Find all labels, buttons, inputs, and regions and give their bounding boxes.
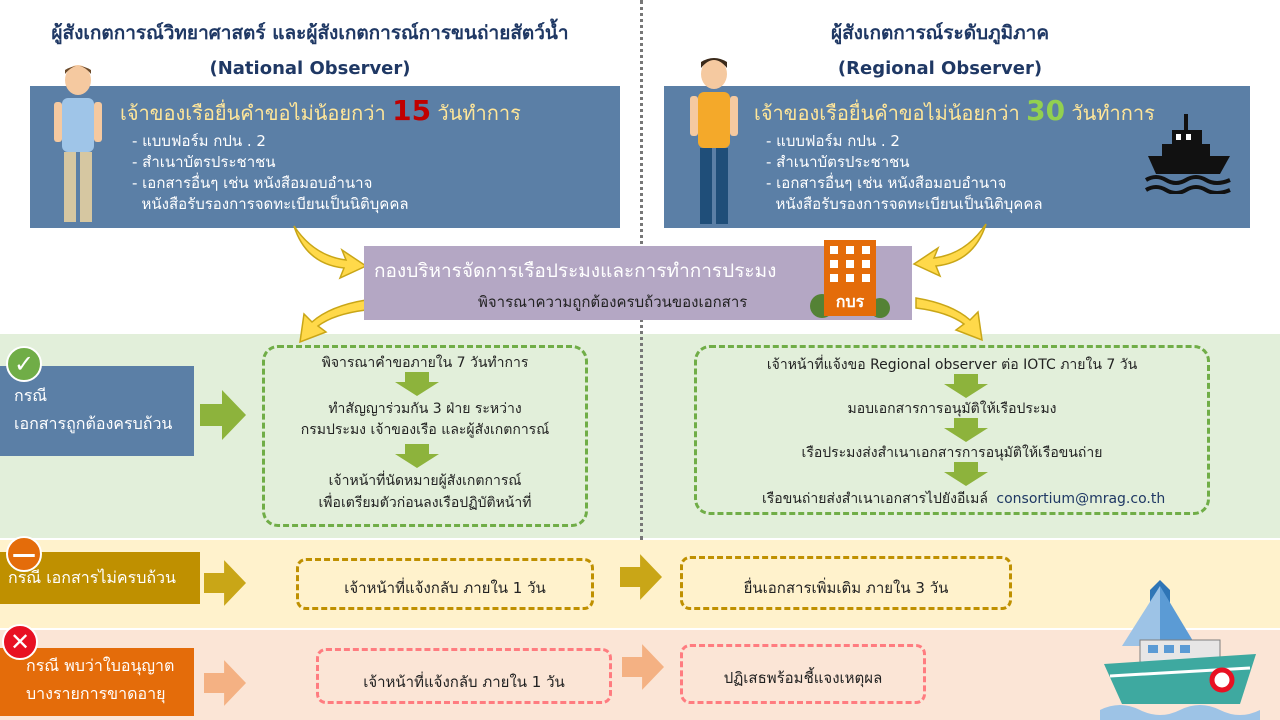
regional-deadline-post: วันทำการ [1071, 101, 1155, 125]
regional-title-en: (Regional Observer) [837, 58, 1043, 79]
down-arrow-icon [944, 418, 988, 442]
regional-deadline-days: 30 [1026, 94, 1066, 127]
ok-regional-step-2: มอบเอกสารการอนุมัติให้เรือประมง [847, 401, 1057, 417]
list-item: - แบบฟอร์ม กปน . 2 [766, 132, 900, 150]
case-incomplete-arrow-icon [204, 560, 246, 606]
case-ok-label-line2: เอกสารถูกต้องครบถ้วน [14, 414, 173, 433]
case-ok-label: กรณี เอกสารถูกต้องครบถ้วน [0, 366, 194, 456]
email-link[interactable]: consortium@mrag.co.th [996, 491, 1166, 507]
check-icon: ✓ [6, 346, 42, 382]
building-icon [810, 240, 890, 318]
national-deadline-days: 15 [392, 94, 432, 127]
case-expired-step-1-box [316, 648, 612, 704]
national-observer-title: ผู้สังเกตการณ์วิทยาศาสตร์ และผู้สังเกตกา… [20, 18, 600, 79]
case-incomplete-next-arrow-icon [620, 554, 662, 600]
ok-national-step-3a: เจ้าหน้าที่นัดหมายผู้สังเกตการณ์ [328, 473, 522, 489]
list-item: หนังสือรับรองการจดทะเบียนเป็นนิติบุคคล [766, 195, 1043, 213]
case-expired-label-line2: บางรายการขาดอายุ [26, 684, 166, 703]
minus-icon: — [6, 536, 42, 572]
case-incomplete-step-2: ยื่นเอกสารเพิ่มเติม ภายใน 3 วัน [743, 579, 949, 597]
national-deadline-pre: เจ้าของเรือยื่นคำขอไม่น้อยกว่า [120, 101, 386, 125]
list-item: - แบบฟอร์ม กปน . 2 [132, 132, 266, 150]
list-item: - เอกสารอื่นๆ เช่น หนังสือมอบอำนาจ [766, 174, 1007, 192]
case-expired-label-line1: กรณี พบว่าใบอนุญาต [26, 656, 175, 675]
ok-regional-step-4: เรือขนถ่ายส่งสำเนาเอกสารไปยังอีเมล์ cons… [762, 488, 1165, 510]
list-item: - สำเนาบัตรประชาชน [766, 153, 910, 171]
down-arrow-icon [395, 444, 439, 468]
fishing-boat-icon [1100, 580, 1260, 720]
case-expired-arrow-icon [204, 660, 246, 706]
list-item: - สำเนาบัตรประชาชน [132, 153, 276, 171]
list-item: หนังสือรับรองการจดทะเบียนเป็นนิติบุคคล [132, 195, 409, 213]
arrow-national-to-center-icon [293, 225, 368, 280]
case-ok-label-line1: กรณี [14, 386, 48, 405]
regional-document-list: - แบบฟอร์ม กปน . 2 - สำเนาบัตรประชาชน - … [754, 131, 1240, 215]
national-deadline-post: วันทำการ [437, 101, 521, 125]
ok-regional-step-3: เรือประมงส่งสำเนาเอกสารการอนุมัติให้เรือ… [801, 445, 1103, 461]
ok-national-step-1: พิจารณาคำขอภายใน 7 วันทำการ [321, 355, 529, 371]
regional-title-th: ผู้สังเกตการณ์ระดับภูมิภาค [830, 22, 1050, 44]
national-requirements-box: เจ้าของเรือยื่นคำขอไม่น้อยกว่า 15 วันทำก… [30, 86, 620, 228]
case-ok-regional-process [694, 345, 1210, 515]
building-label: กบร [835, 292, 865, 311]
national-deadline: เจ้าของเรือยื่นคำขอไม่น้อยกว่า 15 วันทำก… [120, 94, 610, 129]
cross-icon: ✕ [2, 624, 38, 660]
ok-national-step-3b: เพื่อเตรียมตัวก่อนลงเรือปฏิบัติหน้าที่ [318, 495, 532, 511]
arrow-regional-to-center-icon [912, 223, 987, 278]
case-expired-label: กรณี พบว่าใบอนุญาต บางรายการขาดอายุ [0, 648, 194, 716]
case-incomplete-step-1-box [296, 558, 594, 610]
ok-national-step-2b: กรมประมง เจ้าของเรือ และผู้สังเกตการณ์ [300, 422, 550, 438]
case-incomplete-label: กรณี เอกสารไม่ครบถ้วน [0, 552, 200, 604]
arrow-center-to-regional-icon [915, 297, 983, 342]
ok-regional-step-4-text: เรือขนถ่ายส่งสำเนาเอกสารไปยังอีเมล์ [762, 491, 988, 507]
case-expired-step-2-box [680, 644, 926, 704]
regional-deadline: เจ้าของเรือยื่นคำขอไม่น้อยกว่า 30 วันทำก… [754, 94, 1240, 129]
ship-icon [1144, 114, 1231, 194]
national-title-en: (National Observer) [209, 58, 411, 79]
down-arrow-icon [944, 374, 988, 398]
down-arrow-icon [944, 462, 988, 486]
case-incomplete-step-1: เจ้าหน้าที่แจ้งกลับ ภายใน 1 วัน [344, 579, 546, 597]
regional-requirements-box: เจ้าของเรือยื่นคำขอไม่น้อยกว่า 30 วันทำก… [664, 86, 1250, 228]
case-ok-arrow-icon [200, 390, 246, 440]
national-title-th: ผู้สังเกตการณ์วิทยาศาสตร์ และผู้สังเกตกา… [51, 22, 569, 44]
regional-observer-person-icon [690, 58, 738, 224]
arrow-center-to-national-icon [299, 299, 367, 344]
national-document-list: - แบบฟอร์ม กปน . 2 - สำเนาบัตรประชาชน - … [120, 131, 610, 215]
national-observer-person-icon [54, 65, 102, 222]
case-ok-national-process [262, 345, 588, 527]
department-subtitle: พิจารณาความถูกต้องครบถ้วนของเอกสาร [478, 293, 748, 311]
case-expired-step-2: ปฏิเสธพร้อมชี้แจงเหตุผล [723, 669, 883, 687]
ok-national-step-2a: ทำสัญญาร่วมกัน 3 ฝ่าย ระหว่าง [328, 401, 522, 417]
department-title: กองบริหารจัดการเรือประมงและการทำการประมง [374, 260, 777, 282]
regional-observer-title: ผู้สังเกตการณ์ระดับภูมิภาค (Regional Obs… [700, 18, 1180, 79]
case-expired-step-1: เจ้าหน้าที่แจ้งกลับ ภายใน 1 วัน [363, 673, 565, 691]
ok-regional-step-1: เจ้าหน้าที่แจ้งขอ Regional observer ต่อ … [766, 357, 1138, 373]
down-arrow-icon [395, 372, 439, 396]
case-expired-next-arrow-icon [622, 644, 664, 690]
case-incomplete-step-2-box [680, 556, 1012, 610]
list-item: - เอกสารอื่นๆ เช่น หนังสือมอบอำนาจ [132, 174, 373, 192]
regional-deadline-pre: เจ้าของเรือยื่นคำขอไม่น้อยกว่า [754, 101, 1020, 125]
